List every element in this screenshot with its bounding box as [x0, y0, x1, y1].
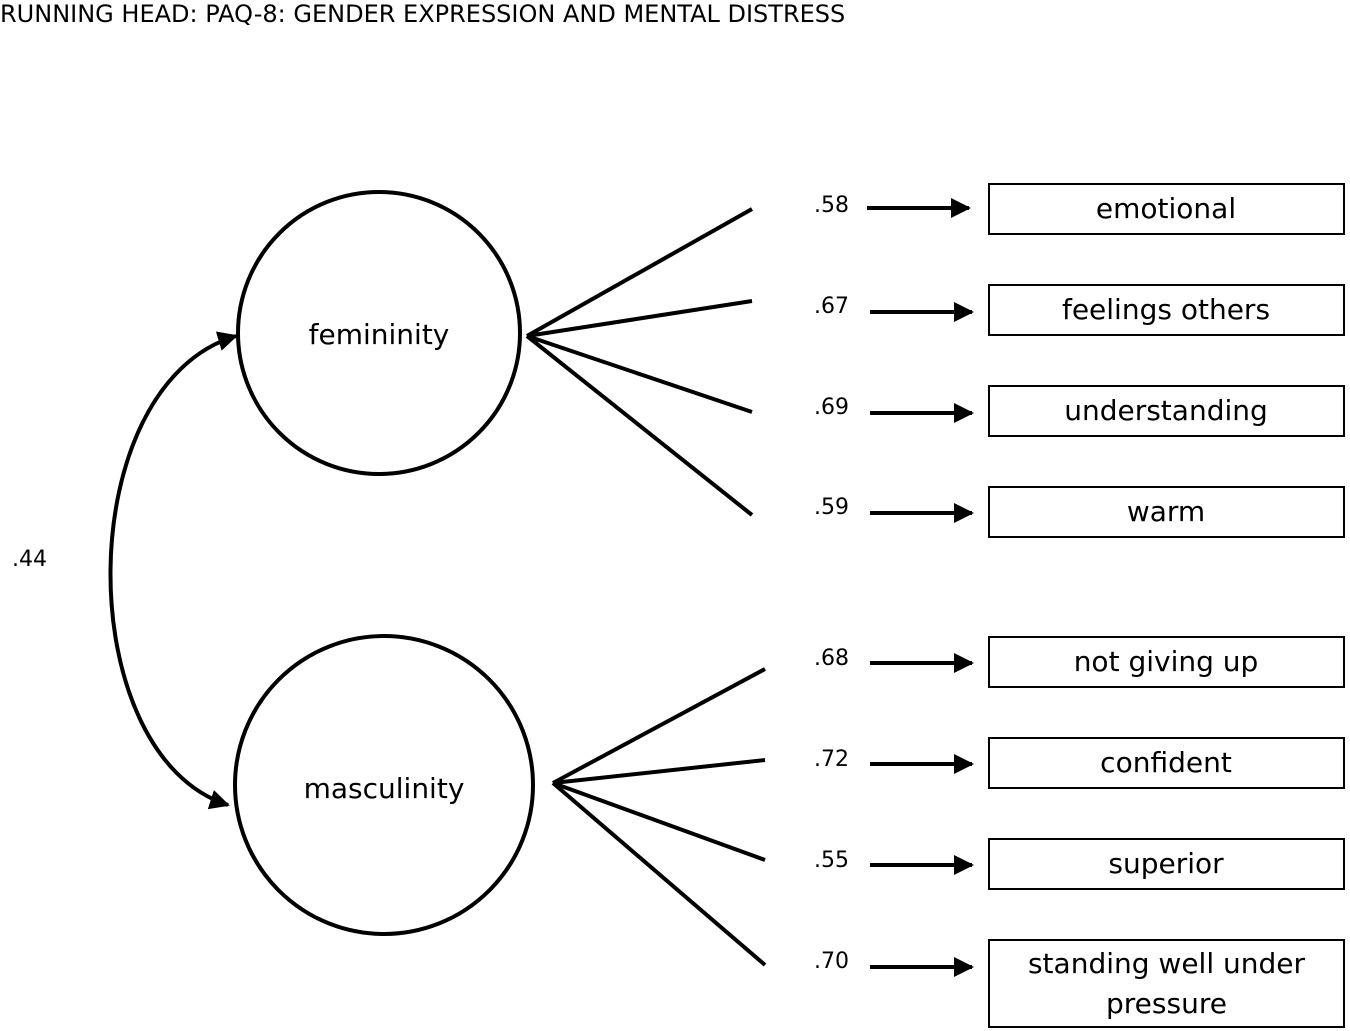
correlation-arc — [108, 331, 238, 810]
loading-line — [552, 781, 766, 862]
item-box-warm — [988, 486, 1345, 538]
loading-lines-masculinity — [551, 667, 767, 967]
item-box-feelings-others — [988, 284, 1345, 336]
loading-line — [551, 781, 767, 967]
item-label: understanding — [1064, 394, 1268, 427]
loading-value: .70 — [814, 949, 849, 974]
loading-lines-femininity — [525, 207, 754, 517]
item-box-not-giving-up — [988, 636, 1345, 688]
latent-masculinity — [233, 634, 535, 936]
running-head: RUNNING HEAD: PAQ-8: GENDER EXPRESSION A… — [0, 0, 845, 28]
item-box-emotional — [988, 183, 1345, 235]
loading-line — [526, 299, 753, 338]
item-label: emotional — [1096, 192, 1236, 225]
loading-line — [526, 334, 753, 414]
latent-femininity — [236, 190, 522, 476]
item-box-superior — [988, 838, 1345, 890]
item-label: feelings others — [1062, 293, 1270, 326]
loading-line — [526, 207, 753, 338]
loading-value: .72 — [814, 747, 849, 772]
loading-value: .59 — [814, 495, 849, 520]
item-box-confident — [988, 737, 1345, 789]
correlation-label: .44 — [12, 547, 47, 572]
loading-value: .67 — [814, 294, 849, 319]
item-label: warm — [1127, 495, 1205, 528]
item-label: not giving up — [1074, 645, 1259, 678]
item-box-understanding — [988, 385, 1345, 437]
loading-line — [552, 667, 766, 785]
loading-value: .69 — [814, 395, 849, 420]
latent-label-masculinity: masculinity — [304, 772, 465, 805]
item-label: standing well under pressure — [1027, 947, 1306, 1020]
loading-value: .58 — [814, 193, 849, 218]
item-label: superior — [1108, 847, 1224, 880]
item-label: confident — [1100, 746, 1232, 779]
loading-line — [525, 334, 754, 517]
item-box-standing-well-under-pressure — [988, 939, 1345, 1028]
loading-value: .55 — [814, 848, 849, 873]
loading-line — [552, 758, 766, 785]
item-label-wrap: standing well under pressure — [1027, 947, 1306, 1020]
loading-value: .68 — [814, 646, 849, 671]
latent-label-femininity: femininity — [309, 318, 450, 351]
